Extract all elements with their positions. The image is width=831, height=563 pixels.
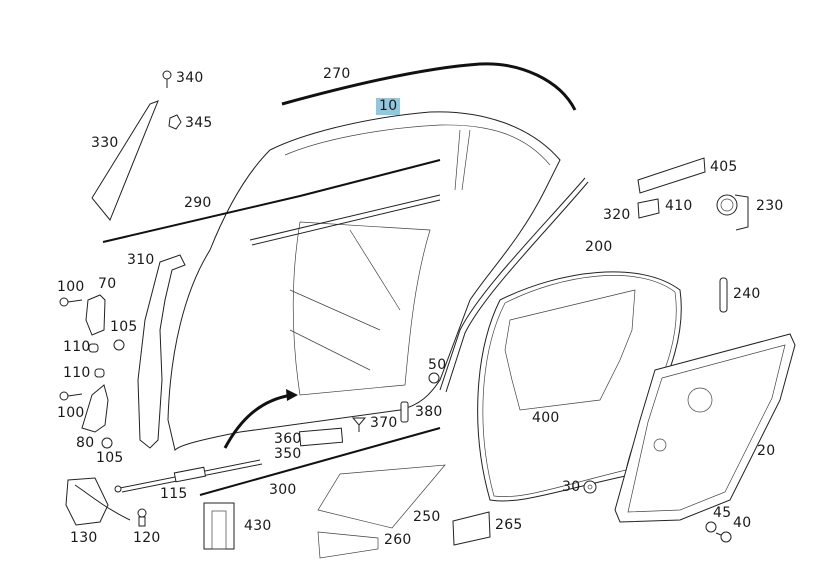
label-part-50[interactable]: 50 [428,357,447,373]
label-part-430[interactable]: 430 [244,518,272,534]
label-part-300[interactable]: 300 [269,482,297,498]
label-part-110-b[interactable]: 110 [63,365,91,381]
label-part-30[interactable]: 30 [562,479,581,495]
part-250-glass [317,464,446,529]
part-330-trim [91,100,159,221]
part-300-seal [199,427,441,496]
part-430-block [203,502,235,550]
part-40-bolt [715,531,732,543]
label-part-250[interactable]: 250 [413,509,441,525]
label-part-70[interactable]: 70 [98,276,117,292]
label-part-105-b[interactable]: 105 [96,450,124,466]
direction-arrow [223,393,293,449]
label-part-350[interactable]: 350 [274,446,302,462]
label-part-260[interactable]: 260 [384,532,412,548]
label-part-110-a[interactable]: 110 [63,339,91,355]
label-part-40[interactable]: 40 [733,515,752,531]
part-380-bolt [400,401,409,423]
part-290-belt-molding [102,159,441,243]
label-part-20[interactable]: 20 [757,443,776,459]
part-30-grommet [583,480,597,494]
label-part-405[interactable]: 405 [710,159,738,175]
label-part-80[interactable]: 80 [76,435,95,451]
label-part-290[interactable]: 290 [184,195,212,211]
label-part-330[interactable]: 330 [91,135,119,151]
label-part-230[interactable]: 230 [756,198,784,214]
label-part-360[interactable]: 360 [274,431,302,447]
part-310-trim [137,254,186,449]
part-360-clip [298,427,344,447]
label-part-105-a[interactable]: 105 [110,319,138,335]
label-part-410[interactable]: 410 [665,198,693,214]
label-part-200[interactable]: 200 [585,239,613,255]
label-part-320[interactable]: 320 [603,207,631,223]
label-part-240[interactable]: 240 [733,286,761,302]
part-410-pad [637,198,660,219]
part-340-screw [162,70,172,88]
part-110-cap-a [88,343,99,353]
label-part-310[interactable]: 310 [127,252,155,268]
label-part-45[interactable]: 45 [713,505,732,521]
label-part-370[interactable]: 370 [370,415,398,431]
part-100-bolt-a [59,297,83,307]
part-265-pad [452,511,491,546]
part-240-pin [719,277,728,313]
part-80-hinge [81,384,109,433]
part-70-hinge [85,294,106,336]
part-400-foil [504,289,636,411]
label-part-115[interactable]: 115 [160,486,188,502]
part-260-glass [317,531,379,559]
label-part-100-a[interactable]: 100 [57,279,85,295]
part-270-seal [281,62,577,111]
label-part-380[interactable]: 380 [415,404,443,420]
label-part-345[interactable]: 345 [185,115,213,131]
label-part-400[interactable]: 400 [532,410,560,426]
label-part-120[interactable]: 120 [133,530,161,546]
part-120-stud [137,508,147,527]
part-45-washer [705,521,717,533]
part-230-tape [716,194,749,231]
part-50-grommet [428,372,440,384]
label-part-100-b[interactable]: 100 [57,405,85,421]
part-20-module [614,333,796,523]
part-100-bolt-b [59,391,83,401]
part-320-seal [439,177,586,391]
label-part-270[interactable]: 270 [323,66,351,82]
part-105-nut-b [101,437,113,449]
part-130-harness [65,477,109,526]
label-part-10[interactable]: 10 [376,98,401,115]
label-part-130[interactable]: 130 [70,530,98,546]
label-part-340[interactable]: 340 [176,70,204,86]
part-370-clip [351,417,367,432]
part-405-pad [637,157,706,194]
part-115-strap [114,459,263,493]
part-110-cap-b [94,368,105,378]
label-part-265[interactable]: 265 [495,517,523,533]
part-10-door-shell [167,111,561,451]
part-345-clip [168,114,182,130]
part-105-nut-a [113,339,125,351]
